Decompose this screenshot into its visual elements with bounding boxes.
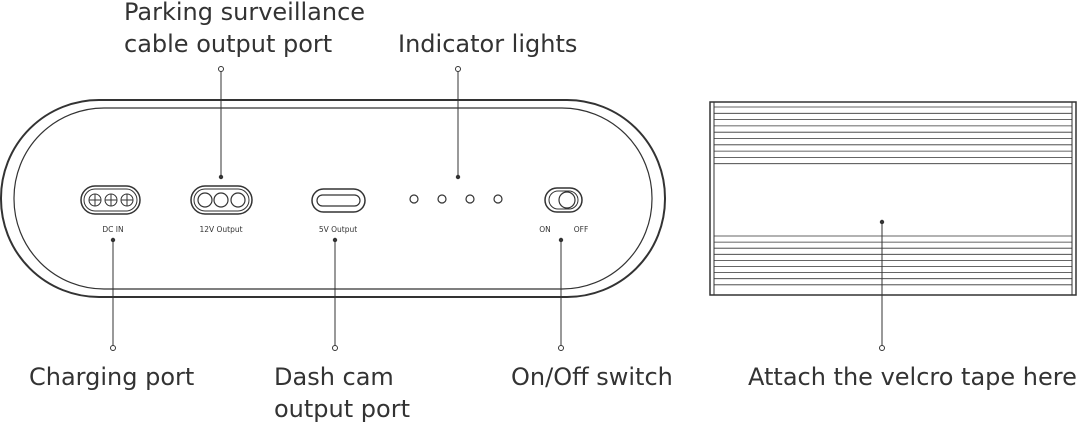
switch-knob (558, 191, 576, 209)
leader-velcro (879, 219, 885, 351)
callout-dashcam-line2: output port (274, 395, 410, 423)
indicator-light (437, 194, 447, 204)
ridge-lines-top (714, 106, 1072, 165)
screw-icon (104, 193, 118, 207)
12v-output-port (190, 185, 253, 215)
device-back-panel (709, 101, 1077, 296)
indicator-light (493, 194, 503, 204)
12v-output-label: 12V Output (199, 225, 242, 234)
on-label: ON (539, 225, 551, 234)
leader-charging (110, 237, 116, 351)
off-label: OFF (574, 225, 589, 234)
device-inner-face (13, 107, 653, 290)
callout-parking-line2: cable output port (124, 30, 332, 58)
dc-in-port (80, 185, 141, 215)
leader-dashcam (332, 237, 338, 351)
callout-parking-line1: Parking surveillance (124, 0, 365, 26)
callout-indicator: Indicator lights (398, 30, 577, 58)
leader-indicator (455, 66, 461, 180)
dc-in-label: DC IN (102, 225, 123, 234)
ridge-lines-bottom (714, 235, 1072, 286)
leader-lines (110, 66, 885, 351)
callout-charging: Charging port (29, 363, 194, 391)
screw-icon (120, 193, 134, 207)
device-front-view: DC IN 12V Output 5V Output (0, 99, 666, 298)
back-panel-outline (709, 101, 1077, 296)
5v-output-label: 5V Output (319, 225, 357, 234)
leader-onoff (558, 237, 564, 351)
screw-icon (88, 193, 102, 207)
callout-onoff: On/Off switch (511, 363, 673, 391)
callout-dashcam-line1: Dash cam (274, 363, 394, 391)
device-outer-body (0, 99, 666, 298)
indicator-light (465, 194, 475, 204)
callout-velcro: Attach the velcro tape here (748, 363, 1077, 391)
5v-output-port (311, 188, 366, 213)
leader-parking (218, 66, 224, 180)
indicator-light (409, 194, 419, 204)
indicator-lights (409, 194, 503, 204)
on-off-switch (544, 187, 583, 213)
